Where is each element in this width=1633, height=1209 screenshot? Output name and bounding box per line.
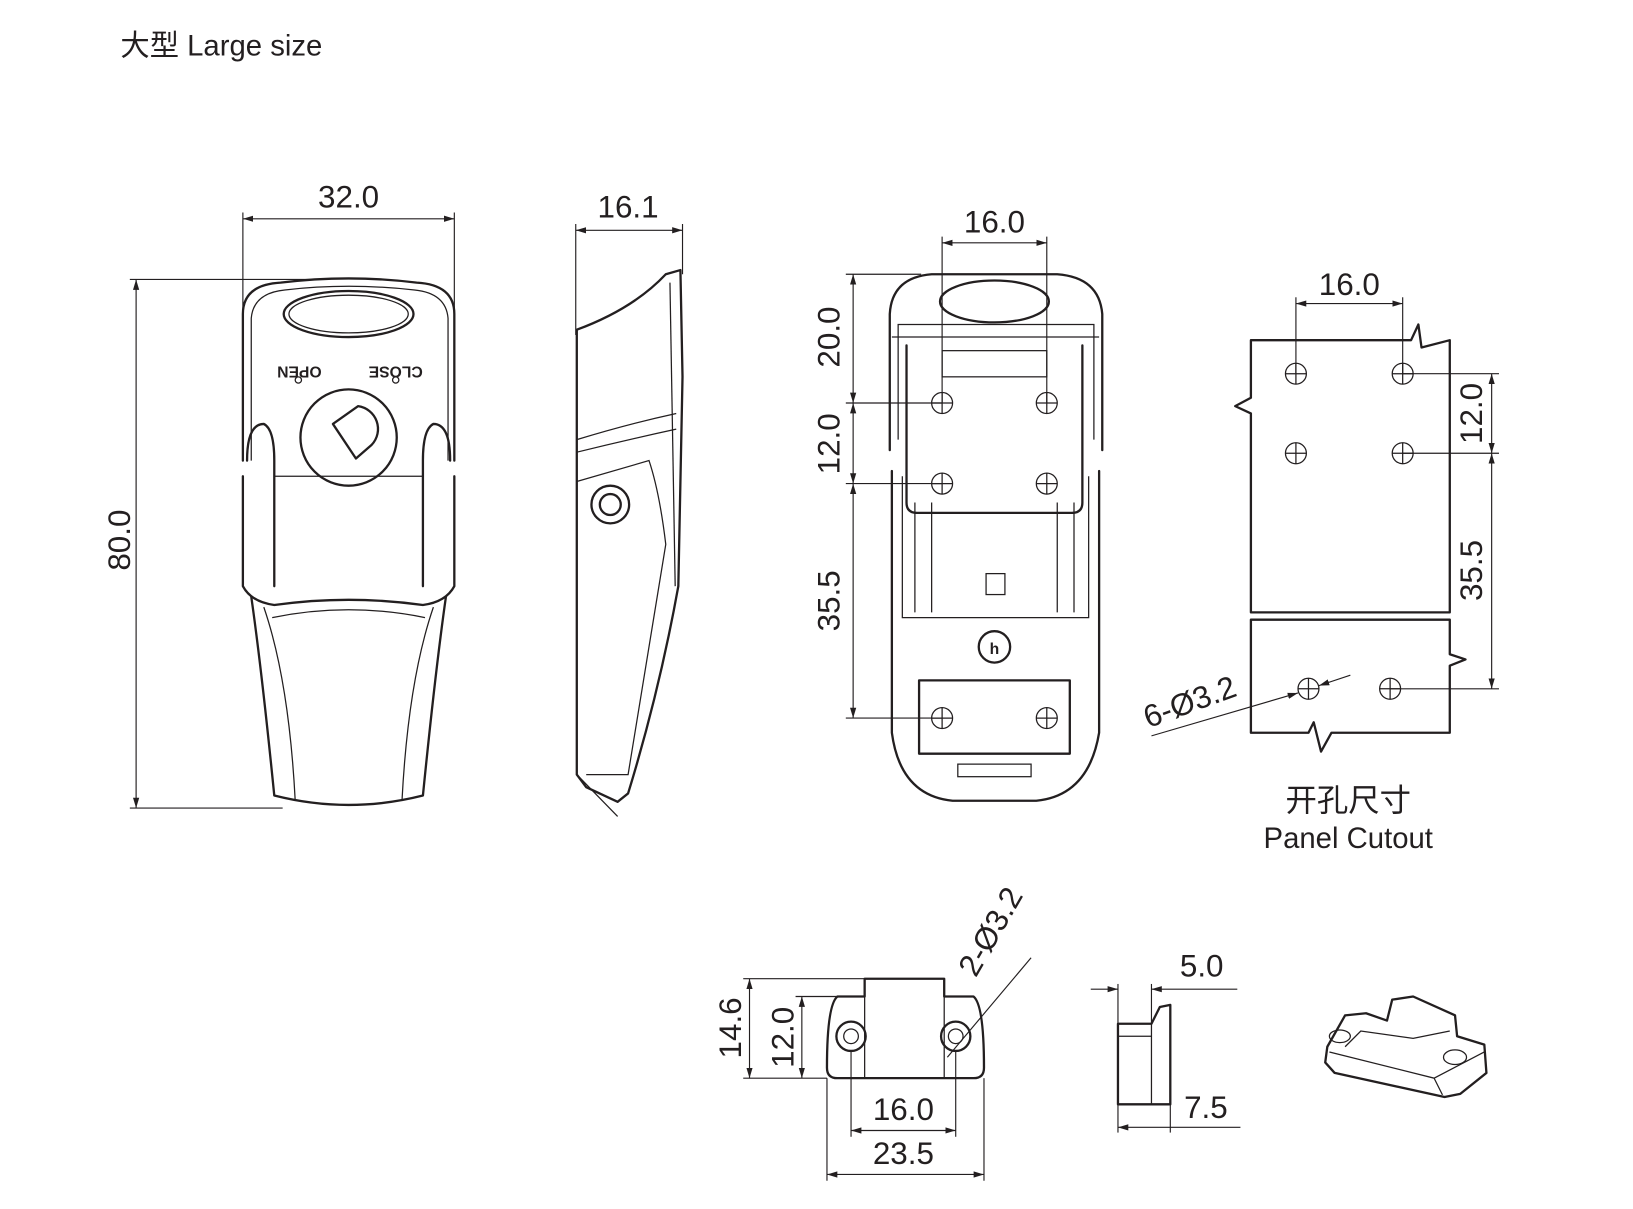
cutout-dim-bottom: 35.5 bbox=[1454, 540, 1489, 601]
side-view: 16.1 bbox=[575, 190, 684, 817]
dim-hole-spacing: 16.0 bbox=[964, 204, 1025, 239]
label-window bbox=[282, 289, 415, 339]
panel-cutout: 16.0 12.0 35.5 6-Ø3.2 开孔尺寸 Panel Cutout bbox=[1139, 267, 1499, 855]
mounting-plate bbox=[905, 344, 1084, 515]
back-view: 16.0 20.0 12.0 35.5 h bbox=[812, 204, 1104, 802]
front-view: 32.0 80.0 OPEN CLOSE bbox=[102, 179, 456, 809]
dim-depth: 16.1 bbox=[598, 190, 659, 225]
latch-head-outline bbox=[241, 277, 456, 462]
page-title: 大型 Large size bbox=[120, 29, 322, 62]
side-profile bbox=[575, 268, 684, 803]
cutout-label-cn: 开孔尺寸 bbox=[1285, 783, 1411, 818]
key-slot bbox=[331, 404, 380, 460]
mark-close: CLOSE bbox=[369, 362, 423, 379]
dim-mid: 12.0 bbox=[812, 413, 847, 474]
keeper-isometric bbox=[1324, 995, 1488, 1099]
keeper-dim-width: 23.5 bbox=[873, 1136, 934, 1171]
latch-handle bbox=[250, 595, 448, 807]
dim-height: 80.0 bbox=[102, 510, 137, 571]
keeper-dim-spacing: 16.0 bbox=[873, 1092, 934, 1127]
keeper-dim-total-height: 14.6 bbox=[713, 997, 748, 1058]
lock-cylinder bbox=[299, 388, 398, 487]
cutout-dim-spacing: 16.0 bbox=[1319, 267, 1380, 302]
mark-open: OPEN bbox=[277, 362, 321, 379]
cutout-label-en: Panel Cutout bbox=[1264, 822, 1433, 855]
keeper-side-dim-top: 5.0 bbox=[1180, 949, 1224, 984]
keeper-dim-hole-height: 12.0 bbox=[765, 1007, 800, 1068]
keeper-front: 14.6 12.0 16.0 23.5 2-Ø3.2 bbox=[713, 881, 1032, 1181]
keeper-side-dim-bottom: 7.5 bbox=[1184, 1090, 1228, 1125]
dim-bottom: 35.5 bbox=[812, 570, 847, 631]
svg-text:h: h bbox=[990, 641, 1000, 658]
mounting-holes bbox=[931, 391, 1058, 730]
dim-width: 32.0 bbox=[318, 179, 379, 214]
dim-top: 20.0 bbox=[812, 306, 847, 367]
keeper-holes-spec: 2-Ø3.2 bbox=[951, 881, 1029, 982]
keeper-side: 5.0 7.5 bbox=[1090, 949, 1241, 1133]
back-head bbox=[888, 273, 1104, 452]
cutout-dim-mid: 12.0 bbox=[1454, 383, 1489, 444]
